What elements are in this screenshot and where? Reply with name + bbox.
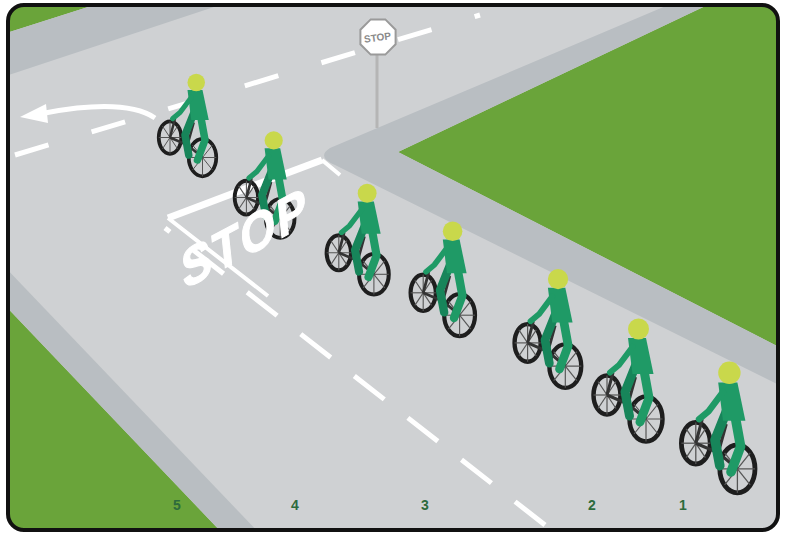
sidewalk — [8, 5, 235, 78]
frame — [8, 5, 778, 530]
sign-pole — [376, 55, 379, 128]
callout-number: 3 — [421, 497, 429, 513]
road-marking: STOP — [178, 173, 311, 302]
cyclist — [327, 184, 389, 295]
cyclist — [411, 221, 475, 336]
cyclist — [515, 269, 582, 388]
turn-arrow — [45, 107, 155, 118]
lane-line — [15, 15, 480, 155]
cyclist — [594, 319, 663, 442]
callout-number: 5 — [173, 497, 181, 513]
sidewalk — [8, 262, 262, 530]
turn-arrowhead — [20, 104, 48, 123]
road-surface — [8, 5, 778, 530]
callout-number: 2 — [588, 497, 596, 513]
cyclists — [159, 74, 755, 493]
sidewalk — [324, 5, 778, 388]
sign-face — [360, 19, 395, 54]
cyclist — [159, 74, 217, 177]
stop-sign: STOP — [358, 17, 398, 57]
callout-number: 1 — [679, 497, 687, 513]
callout-number: 4 — [291, 497, 299, 513]
cyclist — [681, 362, 755, 493]
